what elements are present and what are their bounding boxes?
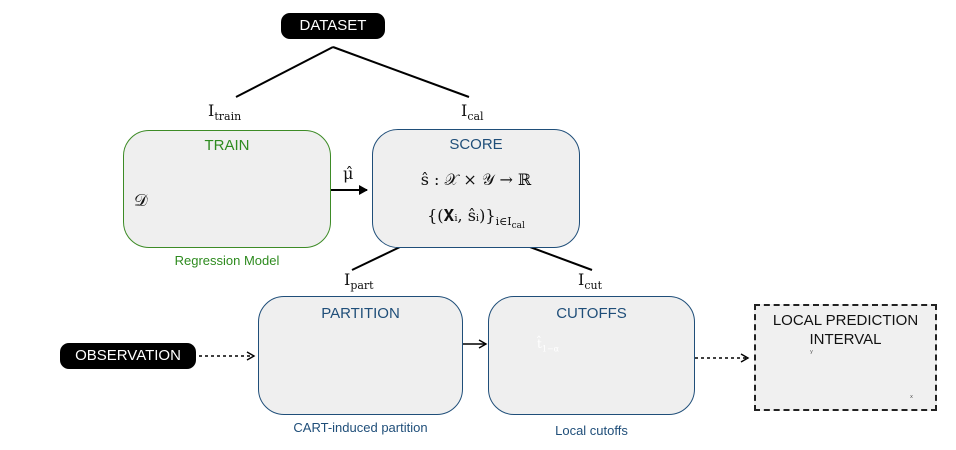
edge-label-i-train: Itrain: [208, 101, 242, 124]
score-box: SCORE ŝ : 𝒳 × 𝒴 → ℝ {(𝐗ᵢ, ŝᵢ)}i∈Ical: [372, 129, 580, 248]
edge-dataset-train: [235, 46, 334, 98]
local-interval-title: LOCAL PREDICTION INTERVAL: [772, 312, 919, 348]
score-set-formula: {(𝐗ᵢ, ŝᵢ)}i∈Ical: [427, 206, 525, 232]
edge-dataset-score: [332, 46, 470, 98]
cutoffs-box: CUTOFFS: [488, 296, 695, 415]
cutoff-cell-label: t̂1−α: [537, 337, 560, 354]
cutoffs-title: CUTOFFS: [556, 305, 627, 322]
dataset-symbol: 𝒟: [134, 191, 148, 211]
plot-y-axis-label: y: [810, 349, 813, 355]
edge-label-i-part: Ipart: [344, 270, 374, 293]
edge-label-i-cal: Ical: [461, 101, 484, 124]
edge-label-i-cut: Icut: [578, 270, 602, 293]
dataset-node: DATASET: [281, 13, 385, 39]
score-function-formula: ŝ : 𝒳 × 𝒴 → ℝ: [420, 170, 532, 189]
train-caption: Regression Model: [174, 253, 280, 268]
edge-label-mu-hat: μ̂: [343, 164, 354, 183]
edge-score-partition: [351, 246, 401, 271]
train-title: TRAIN: [204, 137, 250, 154]
train-box: TRAIN 𝒟: [123, 130, 331, 248]
score-title: SCORE: [449, 136, 503, 153]
partition-title: PARTITION: [321, 305, 400, 322]
plot-x-axis-label: x: [910, 394, 913, 400]
local-interval-box: LOCAL PREDICTION INTERVAL: [754, 304, 937, 411]
partition-box: PARTITION: [258, 296, 463, 415]
observation-node: OBSERVATION: [60, 343, 196, 369]
partition-caption: CART-induced partition: [293, 420, 428, 435]
edge-score-cutoffs: [529, 246, 593, 271]
cutoffs-caption: Local cutoffs: [555, 423, 628, 438]
